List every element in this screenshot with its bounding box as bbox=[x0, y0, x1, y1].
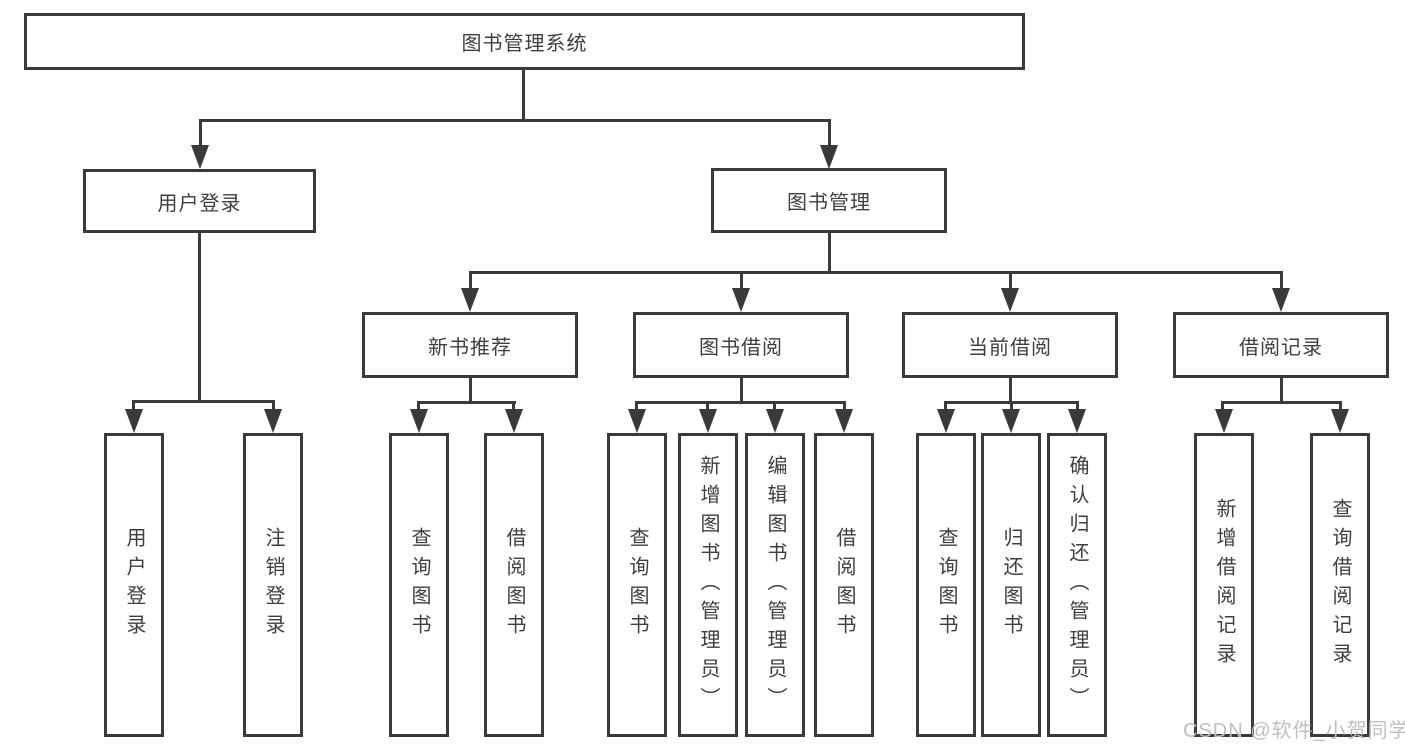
connector-line bbox=[417, 401, 516, 404]
leaf-return-book: 归还图书 bbox=[981, 433, 1041, 737]
arrowhead-down-icon bbox=[1272, 288, 1290, 312]
node-label: 图书借阅 bbox=[699, 336, 783, 359]
connector-line bbox=[522, 70, 525, 120]
leaf-add-book-admin: 新增图书（管理员） bbox=[678, 433, 738, 737]
arrowhead-down-icon bbox=[835, 409, 853, 433]
node-label: 借阅图书 bbox=[503, 527, 525, 643]
arrowhead-down-icon bbox=[766, 409, 784, 433]
csdn-watermark: CSDN @软件_小贺同学 bbox=[1183, 720, 1405, 742]
leaf-query-books-recommend: 查询图书 bbox=[389, 433, 449, 737]
node-label: 新增图书（管理员） bbox=[697, 454, 719, 716]
node-library-management-system: 图书管理系统 bbox=[24, 13, 1025, 70]
node-label: 图书管理 bbox=[787, 192, 871, 214]
node-label: 查询图书 bbox=[935, 527, 957, 643]
node-user-login: 用户登录 bbox=[83, 169, 316, 233]
connector-line bbox=[944, 401, 947, 414]
node-label: 用户登录 bbox=[123, 527, 145, 643]
connector-line bbox=[198, 233, 201, 403]
node-label: 新书推荐 bbox=[428, 336, 512, 359]
node-new-book-recommend: 新书推荐 bbox=[362, 312, 578, 378]
connector-line bbox=[417, 401, 420, 414]
connector-line bbox=[1339, 401, 1342, 414]
arrowhead-down-icon bbox=[732, 288, 750, 312]
connector-line bbox=[706, 401, 709, 414]
node-label: 编辑图书（管理员） bbox=[764, 454, 786, 716]
leaf-query-borrow-record: 查询借阅记录 bbox=[1310, 433, 1370, 737]
node-book-management: 图书管理 bbox=[711, 168, 947, 233]
arrowhead-down-icon bbox=[1002, 409, 1020, 433]
node-label: 归还图书 bbox=[1000, 527, 1022, 643]
node-label: 借阅记录 bbox=[1239, 336, 1323, 359]
arrowhead-down-icon bbox=[461, 288, 479, 312]
arrowhead-down-icon bbox=[1331, 409, 1349, 433]
node-borrowing-records: 借阅记录 bbox=[1173, 312, 1389, 378]
leaf-user-login: 用户登录 bbox=[104, 433, 164, 737]
leaf-add-borrow-record: 新增借阅记录 bbox=[1194, 433, 1254, 737]
connector-line bbox=[1010, 401, 1013, 414]
arrowhead-down-icon bbox=[191, 145, 209, 169]
leaf-borrow-books-recommend: 借阅图书 bbox=[484, 433, 544, 737]
connector-line bbox=[199, 119, 202, 152]
connector-line bbox=[1076, 401, 1079, 414]
connector-line bbox=[1009, 378, 1012, 404]
node-label: 当前借阅 bbox=[968, 336, 1052, 359]
node-label: 查询图书 bbox=[626, 527, 648, 643]
connector-line bbox=[1221, 401, 1342, 404]
connector-line bbox=[469, 271, 1283, 274]
leaf-edit-book-admin: 编辑图书（管理员） bbox=[745, 433, 805, 737]
connector-line bbox=[1009, 271, 1012, 291]
connector-line bbox=[272, 400, 275, 414]
arrowhead-down-icon bbox=[410, 409, 428, 433]
connector-line bbox=[1280, 271, 1283, 291]
node-label: 查询借阅记录 bbox=[1329, 498, 1351, 672]
arrowhead-down-icon bbox=[820, 145, 838, 169]
connector-line bbox=[469, 271, 472, 291]
connector-line bbox=[635, 401, 846, 404]
arrowhead-down-icon bbox=[937, 409, 955, 433]
leaf-borrow-books-borrowing: 借阅图书 bbox=[814, 433, 874, 737]
node-label: 图书管理系统 bbox=[461, 33, 588, 55]
connector-line bbox=[635, 401, 638, 414]
leaf-logout: 注销登录 bbox=[243, 433, 303, 737]
node-label: 借阅图书 bbox=[833, 527, 855, 643]
connector-line bbox=[828, 233, 831, 272]
connector-line bbox=[740, 271, 743, 291]
node-label: 查询图书 bbox=[408, 527, 430, 643]
arrowhead-down-icon bbox=[264, 409, 282, 433]
connector-line bbox=[828, 119, 831, 152]
connector-line bbox=[199, 119, 831, 122]
node-label: 用户登录 bbox=[157, 192, 242, 215]
node-label: 确认归还（管理员） bbox=[1066, 454, 1088, 716]
leaf-query-books-borrowing: 查询图书 bbox=[607, 433, 667, 737]
connector-line bbox=[469, 378, 472, 404]
arrowhead-down-icon bbox=[1215, 409, 1233, 433]
arrowhead-down-icon bbox=[505, 409, 523, 433]
arrowhead-down-icon bbox=[628, 409, 646, 433]
node-book-borrowing: 图书借阅 bbox=[633, 312, 849, 378]
connector-line bbox=[132, 400, 275, 403]
arrowhead-down-icon bbox=[125, 409, 143, 433]
connector-line bbox=[1221, 401, 1224, 414]
node-label: 新增借阅记录 bbox=[1213, 498, 1235, 672]
node-label: 注销登录 bbox=[262, 527, 284, 643]
connector-line bbox=[1280, 378, 1283, 404]
node-current-borrowing: 当前借阅 bbox=[902, 312, 1118, 378]
connector-line bbox=[132, 400, 135, 414]
arrowhead-down-icon bbox=[1001, 288, 1019, 312]
connector-line bbox=[740, 378, 743, 404]
arrowhead-down-icon bbox=[1068, 409, 1086, 433]
connector-line bbox=[843, 401, 846, 414]
arrowhead-down-icon bbox=[699, 409, 717, 433]
connector-line bbox=[773, 401, 776, 414]
leaf-confirm-return-admin: 确认归还（管理员） bbox=[1047, 433, 1107, 737]
leaf-query-books-current: 查询图书 bbox=[916, 433, 976, 737]
connector-line bbox=[512, 401, 515, 414]
